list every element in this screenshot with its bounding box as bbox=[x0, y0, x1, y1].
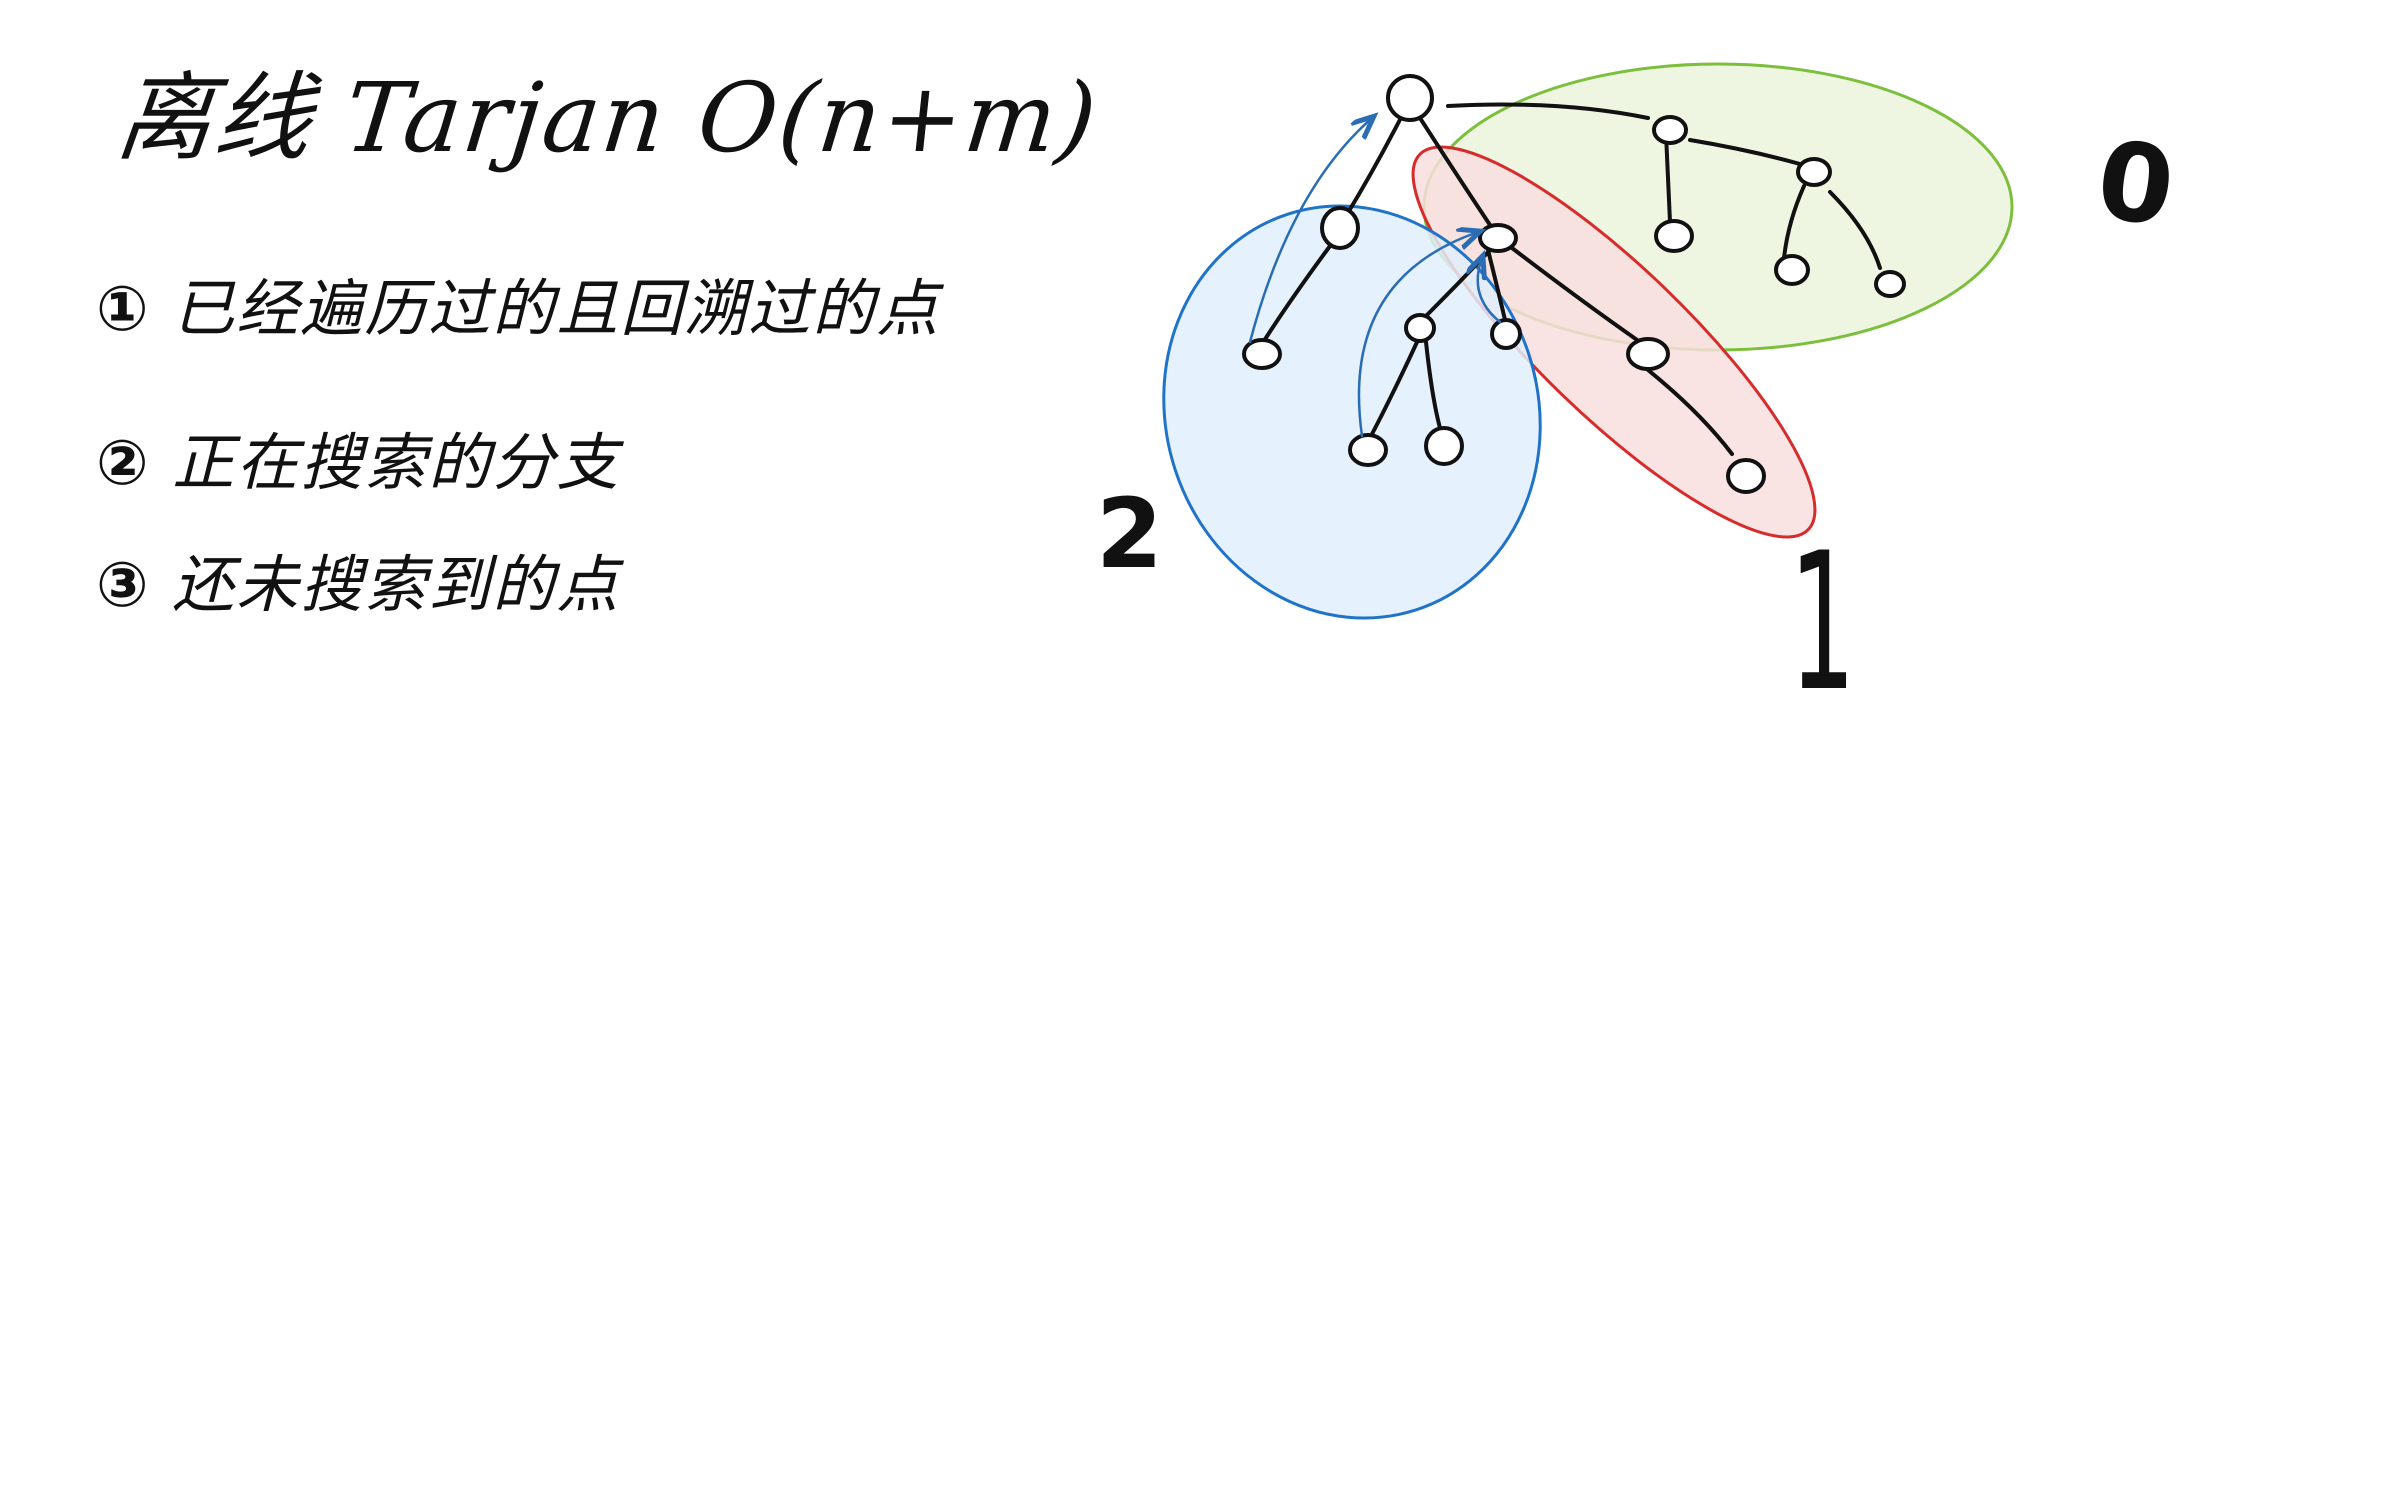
blue-set-region bbox=[1162, 204, 1542, 620]
arrow-icon bbox=[1357, 232, 1478, 438]
tree-node bbox=[1796, 157, 1832, 187]
arrow-icon bbox=[1248, 118, 1372, 344]
tree-node bbox=[1320, 206, 1360, 250]
arrow-icon bbox=[1478, 258, 1502, 324]
tree-node bbox=[1774, 254, 1810, 286]
tree-nodes bbox=[1242, 74, 1906, 494]
tree-node bbox=[1242, 338, 1282, 370]
tree-node-root bbox=[1386, 74, 1434, 122]
list-item-unvisited: ③ 还未搜索到的点 bbox=[96, 534, 620, 624]
item-number: ② bbox=[96, 426, 151, 499]
backtrack-arrows bbox=[1248, 118, 1502, 438]
set-label-1: 1 bbox=[1789, 512, 1856, 733]
set-label-2: 2 bbox=[1096, 478, 1163, 590]
list-item-visited: ① 已经遍历过的且回溯过的点 bbox=[96, 258, 940, 348]
tree-node bbox=[1478, 223, 1518, 253]
tree-node bbox=[1490, 318, 1522, 350]
item-text: 正在搜索的分支 bbox=[172, 426, 621, 499]
item-text: 还未搜索到的点 bbox=[172, 548, 621, 621]
item-number: ① bbox=[96, 272, 151, 345]
tree-node bbox=[1654, 219, 1694, 253]
item-text: 已经遍历过的且回溯过的点 bbox=[172, 272, 941, 345]
tree-node bbox=[1626, 337, 1670, 371]
item-number: ③ bbox=[96, 548, 151, 621]
tree-node bbox=[1652, 115, 1688, 145]
tree-node bbox=[1874, 270, 1906, 298]
tree-node bbox=[1404, 313, 1436, 343]
list-item-searching: ② 正在搜索的分支 bbox=[96, 412, 620, 502]
tree-node bbox=[1348, 433, 1388, 467]
tree-node bbox=[1726, 458, 1766, 494]
tree-node bbox=[1424, 426, 1464, 466]
